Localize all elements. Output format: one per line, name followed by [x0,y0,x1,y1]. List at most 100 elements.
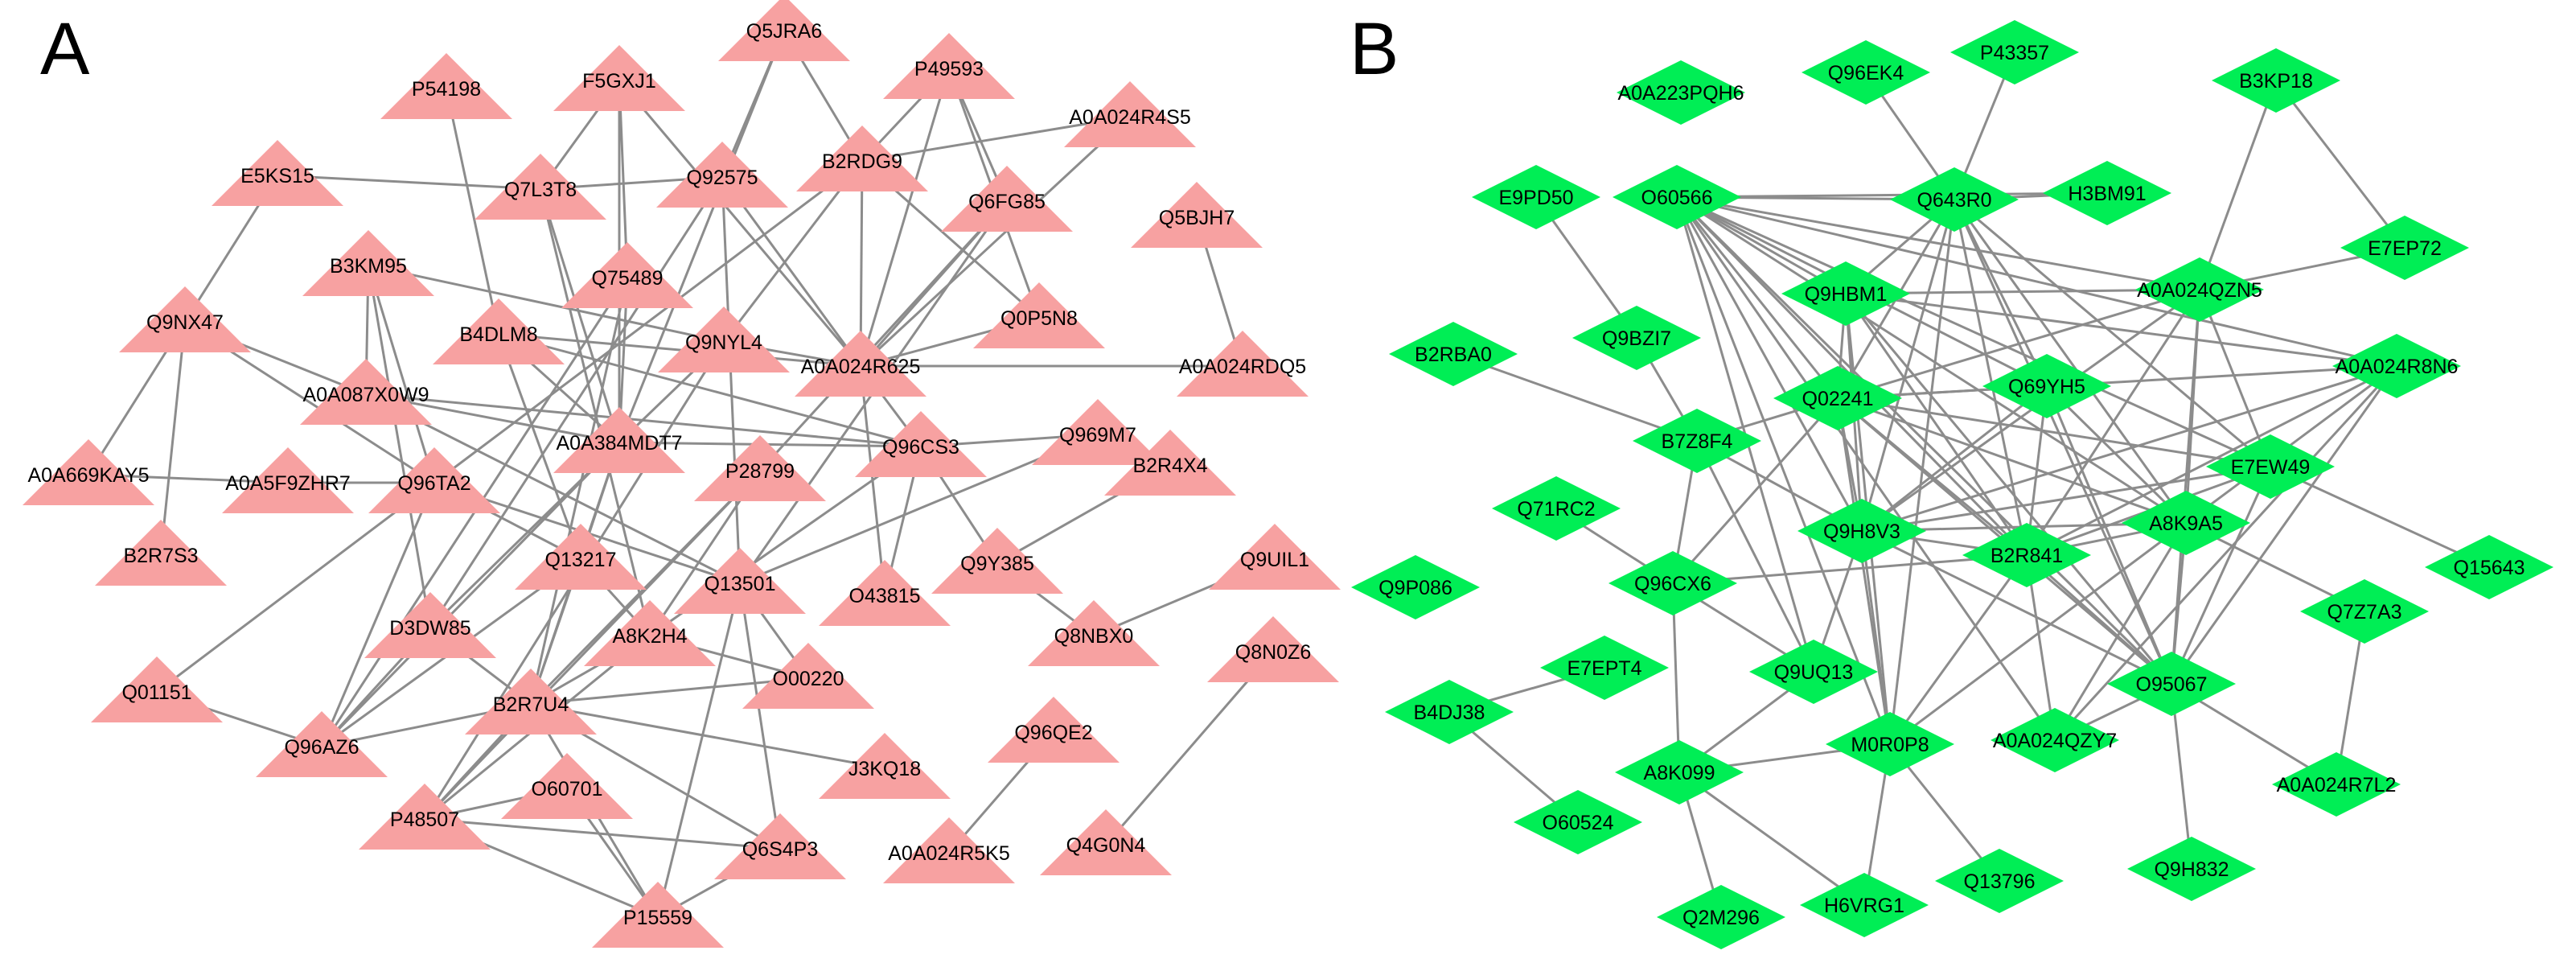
node-q4g0n4: Q4G0N4 [1040,809,1172,875]
node-label: O60701 [532,778,603,800]
edge-b3km95-q96ta2 [367,265,436,483]
node-label: Q96TA2 [397,472,470,495]
node-label: B4DJ38 [1414,702,1485,724]
diamond-node-shape [2425,535,2553,599]
node-label: B3KP18 [2239,70,2313,93]
edge-p54198-b4dlm8 [445,88,500,335]
node-h6vrg1: H6VRG1 [1800,873,1929,937]
node-label: A0A024QZN5 [2137,279,2262,302]
edge-o60566-q02241 [1675,196,1839,399]
edge-a0a087x0w9-q96cs3 [365,393,922,448]
edge-q643r0-a8k9a5 [1953,199,2188,524]
diamond-node-shape [1781,261,1910,326]
triangle-node-shape [883,817,1015,883]
diamond-node-shape [1935,849,2064,913]
node-a0a024qzn5: A0A024QZN5 [2135,257,2264,322]
edge-o60566-a8k9a5 [1676,195,2187,525]
edge-a0a024qzn5-q02241 [1837,288,2200,400]
edge-q13501-q6s4p3 [738,582,782,850]
node-label: O95067 [2136,673,2208,696]
node-a0a024r4s5: A0A024R4S5 [1064,81,1196,147]
node-label: Q6S4P3 [742,838,819,861]
diamond-node-shape [2107,652,2236,716]
edge-a0a024r8n6-a8k9a5 [2185,364,2397,525]
node-q5bjh7: Q5BJH7 [1131,182,1263,248]
triangle-node-shape [501,753,633,819]
triangle-node-shape [718,0,850,61]
edge-q02241-a0a024r8n6 [1837,364,2397,400]
node-b2rdg9: B2RDG9 [796,126,928,191]
node-o95067: O95067 [2107,652,2236,716]
node-label: Q71RC2 [1517,498,1595,521]
node-label: A8K2H4 [612,625,687,648]
edge-a0a024r8n6-q9h8v3 [1861,364,2397,533]
node-label: Q969M7 [1059,424,1136,446]
node-label: Q9BZI7 [1602,327,1671,350]
edge-q7l3t8-a0a384mdt7 [539,188,621,443]
edge-a0a087x0w9-q13501 [365,393,741,585]
diamond-node-shape [2332,334,2461,398]
node-label: Q01151 [121,681,191,704]
diamond-node-shape [1633,409,1761,473]
edge-b2rba0-b7z8f4 [1452,352,1698,442]
triangle-node-shape [380,53,512,119]
node-label: A0A024R625 [801,356,921,378]
triangle-node-shape [656,142,788,208]
node-label: Q96AZ6 [284,736,359,759]
diamond-node-shape [2043,161,2171,225]
diamond-node-shape [1800,873,1929,937]
node-a0a024r8n6: A0A024R8N6 [2332,334,2461,398]
triangle-node-shape [931,528,1063,594]
edge-o60566-a0a024r8n6 [1676,195,2397,368]
edge-a8k9a5-a0a024qzy7 [2053,522,2188,741]
edge-b3kp18-a0a024qzn5 [2198,80,2278,290]
triangle-node-shape [359,784,491,850]
node-label: A0A024R8N6 [2336,356,2459,378]
node-a8k2h4: A8K2H4 [584,600,716,666]
node-label: A0A384MDT7 [556,432,682,455]
node-label: A8K9A5 [2149,512,2223,535]
triangle-node-shape [592,882,724,948]
node-q13501: Q13501 [674,548,806,614]
node-label: Q7Z7A3 [2327,601,2401,623]
node-label: Q9Y385 [960,553,1034,575]
node-e5ks15: E5KS15 [212,140,343,206]
node-q96cx6: Q96CX6 [1608,551,1737,615]
node-label: A8K099 [1644,762,1715,784]
triangle-node-shape [515,524,647,590]
node-b7z8f4: B7Z8F4 [1633,409,1761,473]
node-label: B2R841 [1991,545,2063,567]
triangle-node-shape [1040,809,1172,875]
node-label: Q4G0N4 [1066,834,1146,857]
diamond-node-shape [2122,491,2250,555]
node-b2r841: B2R841 [1962,523,2091,587]
node-q9p086: Q9P086 [1351,555,1480,619]
panel-a-letter: A [40,8,90,90]
node-label: Q8NBX0 [1054,625,1134,648]
node-q96az6: Q96AZ6 [256,711,388,777]
diamond-node-shape [1492,476,1621,541]
node-label: B2R4X4 [1132,455,1207,477]
node-a0a024r5k5: A0A024R5K5 [883,817,1015,883]
diamond-node-shape [1773,366,1902,430]
node-o60701: O60701 [501,753,633,819]
node-label: O60524 [1543,812,1614,834]
node-q9uil1: Q9UIL1 [1209,524,1341,590]
diamond-node-shape [1657,885,1785,949]
edge-a0a024r4s5-b2rdg9 [861,115,1131,163]
node-label: Q96CS3 [882,436,959,459]
node-e7ew49: E7EW49 [2206,434,2335,499]
diamond-node-shape [1472,165,1600,229]
triangle-node-shape [658,307,790,372]
node-label: Q69YH5 [2008,376,2085,398]
node-label: P54198 [412,78,481,101]
node-q7l3t8: Q7L3T8 [475,154,606,220]
edge-b4dlm8-q96cs3 [498,332,922,448]
triangle-node-shape [1028,600,1160,666]
edge-q8n0z6-q4g0n4 [1104,651,1275,846]
node-p43357: P43357 [1950,20,2079,84]
node-b3kp18: B3KP18 [2212,48,2340,113]
node-label: Q15643 [2454,557,2525,579]
